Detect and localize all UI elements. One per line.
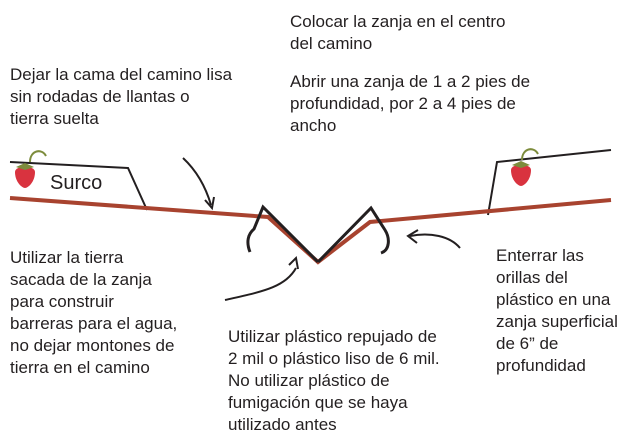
left-furrow-outline (9, 161, 148, 211)
right-furrow-outline (487, 149, 612, 216)
arrow-to-trench (224, 255, 299, 301)
road-bed-label: Dejar la cama del camino lisa sin rodada… (10, 65, 233, 128)
arrow-to-buried-edge (406, 229, 461, 249)
trench-left-wall (246, 204, 320, 264)
trench-size-label: Abrir una zanja de 1 a 2 pies de profund… (290, 72, 531, 135)
bury-edges-label: Enterrar las orillas del plástico en una… (496, 246, 618, 375)
plastic-type-label: Utilizar plástico repujado de 2 mil o pl… (228, 327, 440, 434)
arrow-to-road-bed (182, 157, 215, 211)
soil-barriers-label: Utilizar la tierra sacada de la zanja pa… (10, 248, 178, 377)
strawberry-icon (15, 150, 47, 188)
trench-right-wall (316, 205, 390, 264)
furrow-label: Surco (50, 172, 103, 194)
strawberry-icon (511, 148, 539, 186)
center-trench-label: Colocar la zanja en el centro del camino (290, 12, 506, 53)
